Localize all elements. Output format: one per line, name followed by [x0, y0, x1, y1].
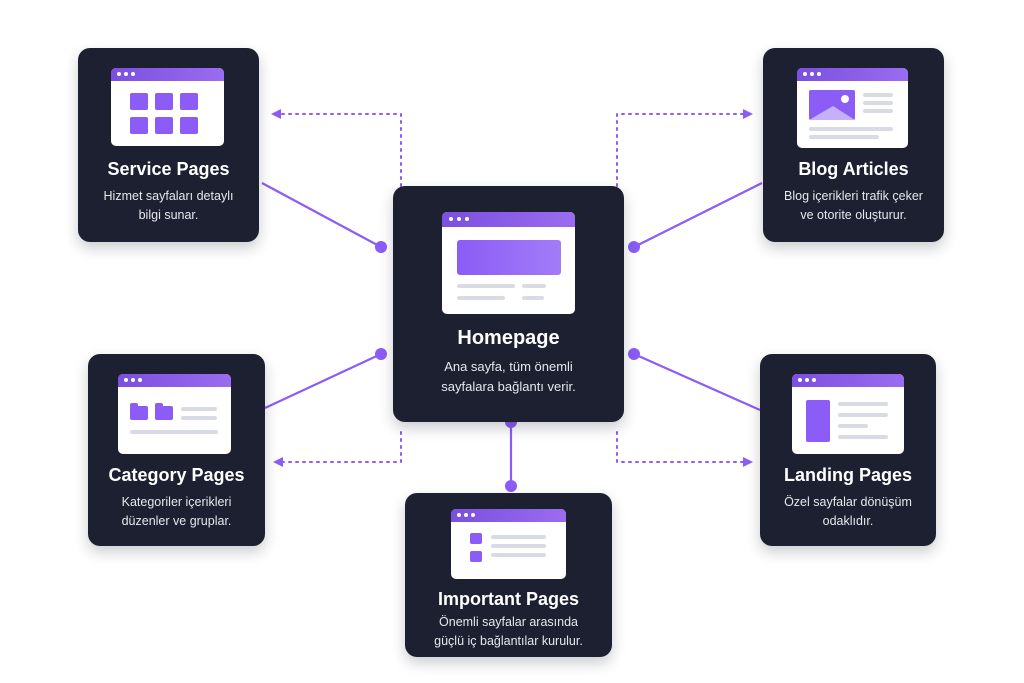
landing-pages-card: Landing Pages Özel sayfalar dönüşüm odak…: [760, 354, 936, 546]
category-pages-card: Category Pages Kategoriler içerikleri dü…: [88, 354, 265, 546]
blog-articles-desc-line-1: Blog içerikleri trafik çeker: [784, 189, 923, 203]
homepage-card: Homepage Ana sayfa, tüm önemli sayfalara…: [393, 186, 624, 422]
blog-articles-card: Blog Articles Blog içerikleri trafik çek…: [763, 48, 944, 242]
important-pages-card: Important Pages Önemli sayfalar arasında…: [405, 493, 612, 657]
connector-landing-to-home: [633, 352, 761, 412]
browser-grid-icon: [111, 68, 224, 146]
browser-hero-icon: [442, 212, 575, 314]
category-pages-desc-line-1: Kategoriler içerikleri: [121, 495, 232, 509]
homepage-desc-line-2: sayfalara bağlantı verir.: [441, 379, 576, 394]
connector-dot: [375, 241, 387, 253]
browser-folders-icon: [118, 374, 231, 454]
landing-pages-desc-line-2: odaklıdır.: [822, 514, 874, 528]
connector-dot: [628, 348, 640, 360]
browser-list-icon: [451, 509, 566, 579]
connector-dot: [505, 480, 517, 492]
homepage-desc-line-1: Ana sayfa, tüm önemli: [444, 359, 573, 374]
browser-image-article-icon: [797, 68, 908, 148]
landing-pages-title: Landing Pages: [783, 465, 913, 485]
category-pages-desc-line-2: düzenler ve gruplar.: [121, 514, 232, 528]
dotted-arrow-home-to-blog: [616, 109, 753, 187]
dotted-arrow-home-to-category: [273, 431, 402, 467]
browser-landing-icon: [792, 374, 904, 454]
connector-blog-to-home: [633, 182, 763, 248]
dotted-arrow-home-to-landing: [616, 431, 753, 467]
connector-category-to-home: [264, 353, 382, 409]
connector-dot: [628, 241, 640, 253]
dotted-arrow-home-to-service: [271, 109, 402, 187]
category-pages-title: Category Pages: [108, 465, 245, 485]
service-pages-desc-line-2: bilgi sunar.: [138, 208, 199, 222]
landing-pages-desc-line-1: Özel sayfalar dönüşüm: [784, 495, 912, 509]
connector-dot: [375, 348, 387, 360]
service-pages-title: Service Pages: [107, 159, 230, 179]
important-pages-title: Important Pages: [437, 589, 580, 609]
service-pages-card: Service Pages Hizmet sayfaları detaylı b…: [78, 48, 259, 242]
important-pages-desc-line-2: güçlü iç bağlantılar kurulur.: [434, 634, 583, 648]
blog-articles-title: Blog Articles: [798, 159, 909, 179]
important-pages-desc-line-1: Önemli sayfalar arasında: [439, 615, 578, 629]
homepage-title: Homepage: [457, 327, 560, 349]
blog-articles-desc-line-2: ve otorite oluşturur.: [800, 208, 907, 222]
connector-service-to-home: [261, 182, 382, 248]
service-pages-desc-line-1: Hizmet sayfaları detaylı: [103, 189, 234, 203]
